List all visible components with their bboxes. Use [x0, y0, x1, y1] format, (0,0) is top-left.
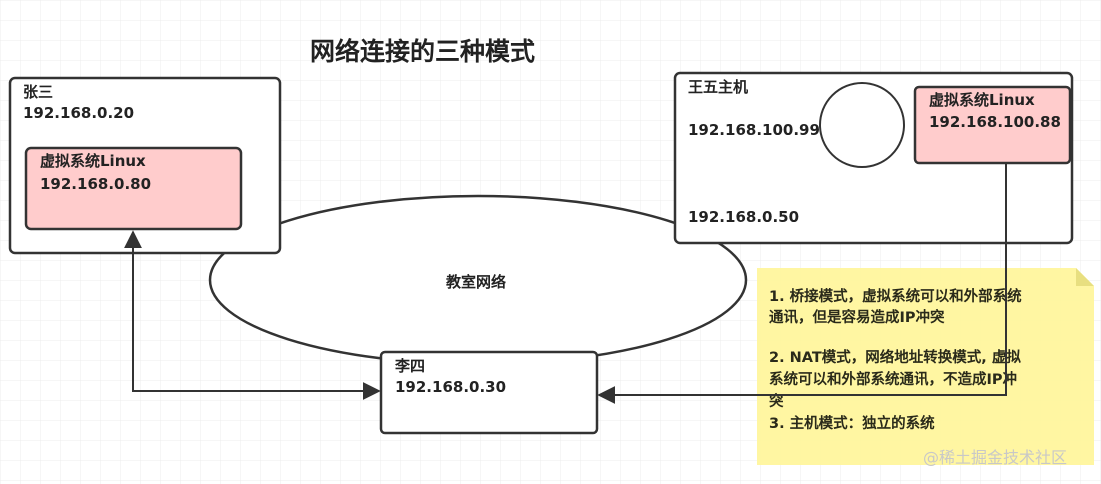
note-line: 突 — [769, 392, 784, 410]
vm-name: 虚拟系统Linux — [929, 91, 1035, 109]
vm-zhangsan[interactable]: 虚拟系统Linux 192.168.0.80 — [24, 146, 243, 231]
host-ip: 192.168.0.20 — [23, 104, 134, 122]
vm-ip: 192.168.100.88 — [929, 113, 1061, 131]
page-title: 网络连接的三种模式 — [310, 37, 535, 66]
classroom-network[interactable]: 教室网络 — [208, 194, 748, 366]
host-ip: 192.168.0.30 — [395, 378, 506, 396]
sticky-note[interactable]: 1. 桥接模式，虚拟系统可以和外部系统 通讯，但是容易造成IP冲突 2. NAT… — [757, 268, 1094, 465]
host-name: 李四 — [394, 357, 425, 375]
virtual-switch-circle[interactable] — [819, 82, 905, 168]
host-lisi[interactable]: 李四 192.168.0.30 — [379, 350, 599, 435]
network-label: 教室网络 — [445, 273, 506, 291]
note-line: 系统可以和外部系统通讯，不造成IP冲 — [769, 370, 1017, 388]
note-line: 3. 主机模式：独立的系统 — [769, 414, 935, 432]
vm-ip: 192.168.0.80 — [40, 175, 151, 193]
note-line: 通讯，但是容易造成IP冲突 — [769, 308, 945, 326]
host-ip-lan: 192.168.0.50 — [688, 208, 799, 226]
vm-name: 虚拟系统Linux — [40, 152, 146, 170]
note-line: 1. 桥接模式，虚拟系统可以和外部系统 — [769, 287, 1022, 305]
note-line: 2. NAT模式，网络地址转换模式, 虚拟 — [769, 348, 1021, 366]
host-name: 张三 — [23, 83, 53, 101]
host-ip-internal: 192.168.100.99 — [688, 121, 820, 139]
bridge-connector-arrow — [124, 230, 381, 400]
watermark: @稀土掘金技术社区 — [923, 448, 1067, 467]
nat-connector-arrow — [597, 163, 1007, 404]
host-name: 王五主机 — [688, 78, 748, 96]
vm-wangwu[interactable]: 虚拟系统Linux 192.168.100.88 — [913, 85, 1072, 165]
